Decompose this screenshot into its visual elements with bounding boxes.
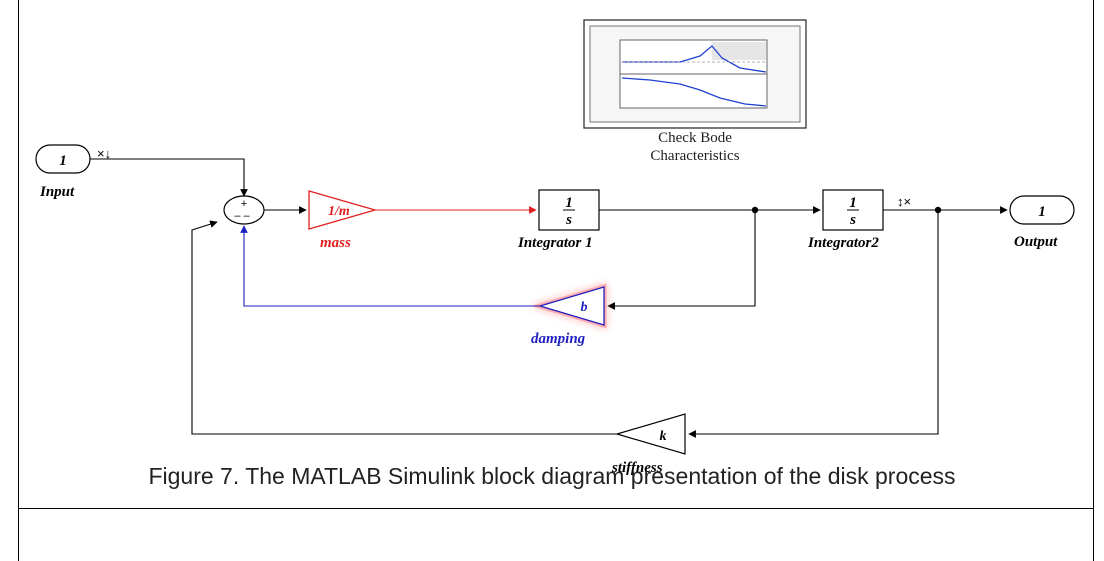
- sum-plus-sign: +: [241, 198, 247, 210]
- figure-frame: [18, 0, 1094, 561]
- integrator2-block[interactable]: 1 s: [822, 189, 884, 231]
- input-port-number: 1: [59, 153, 67, 169]
- stiffness-gain-block[interactable]: k: [614, 413, 686, 455]
- mass-gain-text: 1/m: [328, 204, 350, 219]
- integrator1-label: Integrator 1: [517, 235, 593, 251]
- sum-minus-signs: – –: [234, 210, 250, 222]
- bode-scope-block[interactable]: Check Bode Characteristics: [583, 19, 807, 164]
- integrator1-denominator: s: [565, 212, 572, 228]
- output-label: Output: [1014, 234, 1058, 250]
- input-label: Input: [39, 184, 75, 200]
- sum-block[interactable]: + – –: [223, 195, 265, 225]
- input-port-marks: ×↓: [97, 146, 111, 161]
- integrator1-numerator: 1: [565, 195, 573, 211]
- input-port[interactable]: 1: [35, 144, 91, 174]
- integrator1-block[interactable]: 1 s: [538, 189, 600, 231]
- figure-caption: Figure 7. The MATLAB Simulink block diag…: [148, 463, 956, 489]
- integrator2-port-marks: ↕×: [897, 194, 911, 209]
- output-port[interactable]: 1: [1009, 195, 1075, 225]
- output-port-number: 1: [1038, 204, 1046, 220]
- stiffness-label: stiffness: [611, 460, 663, 476]
- bode-label-line1: Check Bode: [658, 130, 732, 146]
- integrator2-denominator: s: [849, 212, 856, 228]
- damping-label: damping: [531, 331, 586, 347]
- integrator2-label: Integrator2: [807, 235, 879, 251]
- mass-label: mass: [320, 235, 351, 251]
- damping-gain-block[interactable]: b: [531, 283, 607, 329]
- figure-border-bottom: [18, 508, 1094, 509]
- bode-label-line2: Characteristics: [650, 148, 739, 164]
- damping-gain-text: b: [581, 300, 588, 315]
- integrator2-numerator: 1: [849, 195, 857, 211]
- mass-gain-block[interactable]: 1/m: [308, 190, 378, 230]
- stiffness-gain-text: k: [660, 429, 667, 444]
